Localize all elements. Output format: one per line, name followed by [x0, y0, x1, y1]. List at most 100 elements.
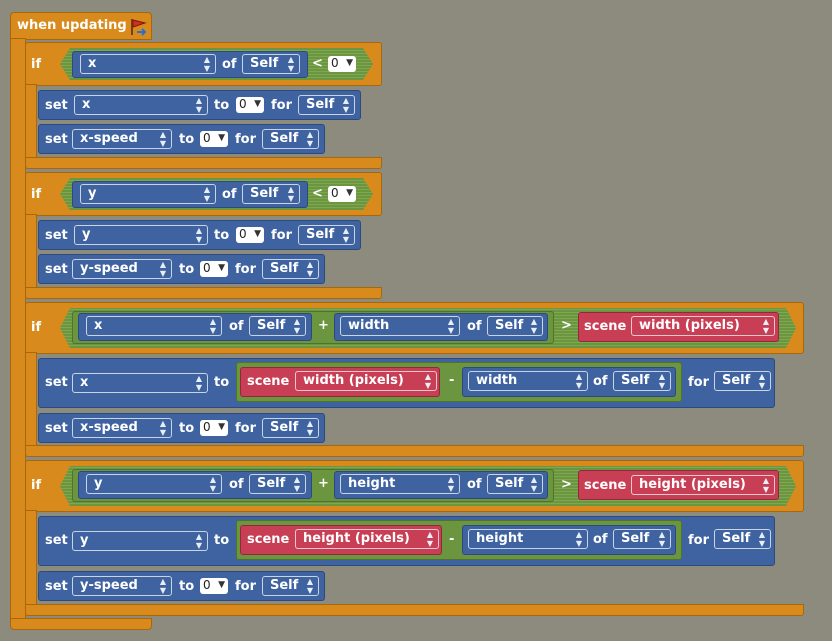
property-dropdown[interactable]: y▲▼ — [86, 474, 222, 494]
object-dropdown[interactable]: Self▲▼ — [262, 129, 319, 149]
property-dropdown[interactable]: x-speed▲▼ — [72, 129, 172, 149]
to-label: to — [214, 375, 230, 390]
object-dropdown[interactable]: Self▲▼ — [487, 474, 543, 494]
number-input[interactable]: 0▼ — [200, 261, 228, 277]
property-dropdown[interactable]: y▲▼ — [72, 531, 208, 551]
number-input[interactable]: 0▼ — [236, 97, 264, 113]
operator-minus: - — [449, 373, 455, 388]
property-dropdown[interactable]: height▲▼ — [468, 529, 588, 549]
if-block-4-footer — [25, 604, 804, 616]
set-label: set — [45, 421, 68, 436]
if-block-3-footer — [25, 445, 804, 457]
scene-label: scene — [584, 478, 627, 493]
of-label: of — [222, 187, 237, 202]
property-dropdown[interactable]: width▲▼ — [468, 371, 588, 391]
property-dropdown[interactable]: width▲▼ — [340, 316, 460, 336]
if-label: if — [31, 187, 42, 202]
property-dropdown[interactable]: x▲▼ — [86, 316, 222, 336]
operator-gt: > — [561, 318, 572, 333]
to-label: to — [214, 228, 230, 243]
of-label: of — [229, 319, 244, 334]
if-label: if — [31, 57, 42, 72]
object-dropdown[interactable]: Self▲▼ — [249, 316, 306, 336]
object-dropdown[interactable]: Self▲▼ — [613, 371, 671, 391]
set-label: set — [45, 579, 68, 594]
scene-label: scene — [247, 532, 290, 547]
set-label: set — [45, 98, 68, 113]
event-left-bar — [10, 38, 26, 621]
operator-lt: < — [312, 56, 323, 71]
operator-plus: + — [318, 476, 329, 491]
scene-property-dropdown[interactable]: width (pixels)▲▼ — [631, 316, 775, 336]
when-updating-label: when updating — [17, 18, 127, 33]
if-block-1-footer — [25, 157, 382, 169]
property-dropdown[interactable]: y-speed▲▼ — [72, 576, 172, 596]
for-label: for — [235, 132, 256, 147]
object-dropdown[interactable]: Self▲▼ — [714, 371, 771, 391]
object-dropdown[interactable]: Self▲▼ — [714, 529, 771, 549]
property-dropdown[interactable]: y▲▼ — [80, 184, 216, 204]
for-label: for — [271, 98, 292, 113]
of-label: of — [467, 477, 482, 492]
property-dropdown[interactable]: x▲▼ — [80, 54, 216, 74]
of-label: of — [593, 374, 608, 389]
property-dropdown[interactable]: x-speed▲▼ — [72, 418, 172, 438]
set-label: set — [45, 132, 68, 147]
for-label: for — [235, 421, 256, 436]
set-label: set — [45, 228, 68, 243]
if-block-1-body-bar — [25, 84, 37, 160]
of-label: of — [593, 532, 608, 547]
object-dropdown[interactable]: Self▲▼ — [262, 259, 319, 279]
number-input[interactable]: 0▼ — [200, 420, 228, 436]
property-dropdown[interactable]: y▲▼ — [74, 225, 208, 245]
number-input[interactable]: 0▼ — [236, 227, 264, 243]
event-footer — [10, 618, 152, 630]
if-label: if — [31, 478, 42, 493]
to-label: to — [179, 421, 195, 436]
property-dropdown[interactable]: y-speed▲▼ — [72, 259, 172, 279]
scene-property-dropdown[interactable]: width (pixels)▲▼ — [295, 371, 437, 391]
object-dropdown[interactable]: Self▲▼ — [613, 529, 671, 549]
to-label: to — [214, 98, 230, 113]
operator-minus: - — [449, 532, 455, 547]
if-block-3-body-bar — [25, 352, 37, 448]
object-dropdown[interactable]: Self▲▼ — [487, 316, 543, 336]
scene-property-dropdown[interactable]: height (pixels)▲▼ — [295, 529, 439, 549]
operator-gt: > — [561, 477, 572, 492]
property-dropdown[interactable]: height▲▼ — [340, 474, 460, 494]
to-label: to — [179, 132, 195, 147]
property-dropdown[interactable]: x▲▼ — [74, 95, 208, 115]
set-label: set — [45, 262, 68, 277]
property-dropdown[interactable]: x▲▼ — [72, 373, 208, 393]
object-dropdown[interactable]: Self▲▼ — [298, 95, 355, 115]
if-block-2-footer — [25, 287, 382, 299]
number-input[interactable]: 0▼ — [200, 131, 228, 147]
object-dropdown[interactable]: Self▲▼ — [298, 225, 355, 245]
object-dropdown[interactable]: Self▲▼ — [249, 474, 306, 494]
for-label: for — [688, 533, 709, 548]
of-label: of — [467, 319, 482, 334]
to-label: to — [214, 533, 230, 548]
object-dropdown[interactable]: Self▲▼ — [242, 184, 300, 204]
object-dropdown[interactable]: Self▲▼ — [242, 54, 300, 74]
object-dropdown[interactable]: Self▲▼ — [262, 576, 319, 596]
number-input[interactable]: 0▼ — [328, 56, 356, 72]
event-flag-icon — [131, 19, 147, 36]
set-label: set — [45, 533, 68, 548]
for-label: for — [235, 579, 256, 594]
when-updating-block[interactable] — [10, 12, 152, 40]
number-input[interactable]: 0▼ — [328, 186, 356, 202]
for-label: for — [688, 375, 709, 390]
operator-lt: < — [312, 186, 323, 201]
number-input[interactable]: 0▼ — [200, 578, 228, 594]
for-label: for — [235, 262, 256, 277]
to-label: to — [179, 579, 195, 594]
if-block-4-body-bar — [25, 510, 37, 606]
operator-plus: + — [318, 318, 329, 333]
to-label: to — [179, 262, 195, 277]
if-block-2-body-bar — [25, 214, 37, 290]
scene-property-dropdown[interactable]: height (pixels)▲▼ — [631, 475, 775, 495]
object-dropdown[interactable]: Self▲▼ — [262, 418, 319, 438]
set-label: set — [45, 375, 68, 390]
scene-label: scene — [584, 319, 627, 334]
